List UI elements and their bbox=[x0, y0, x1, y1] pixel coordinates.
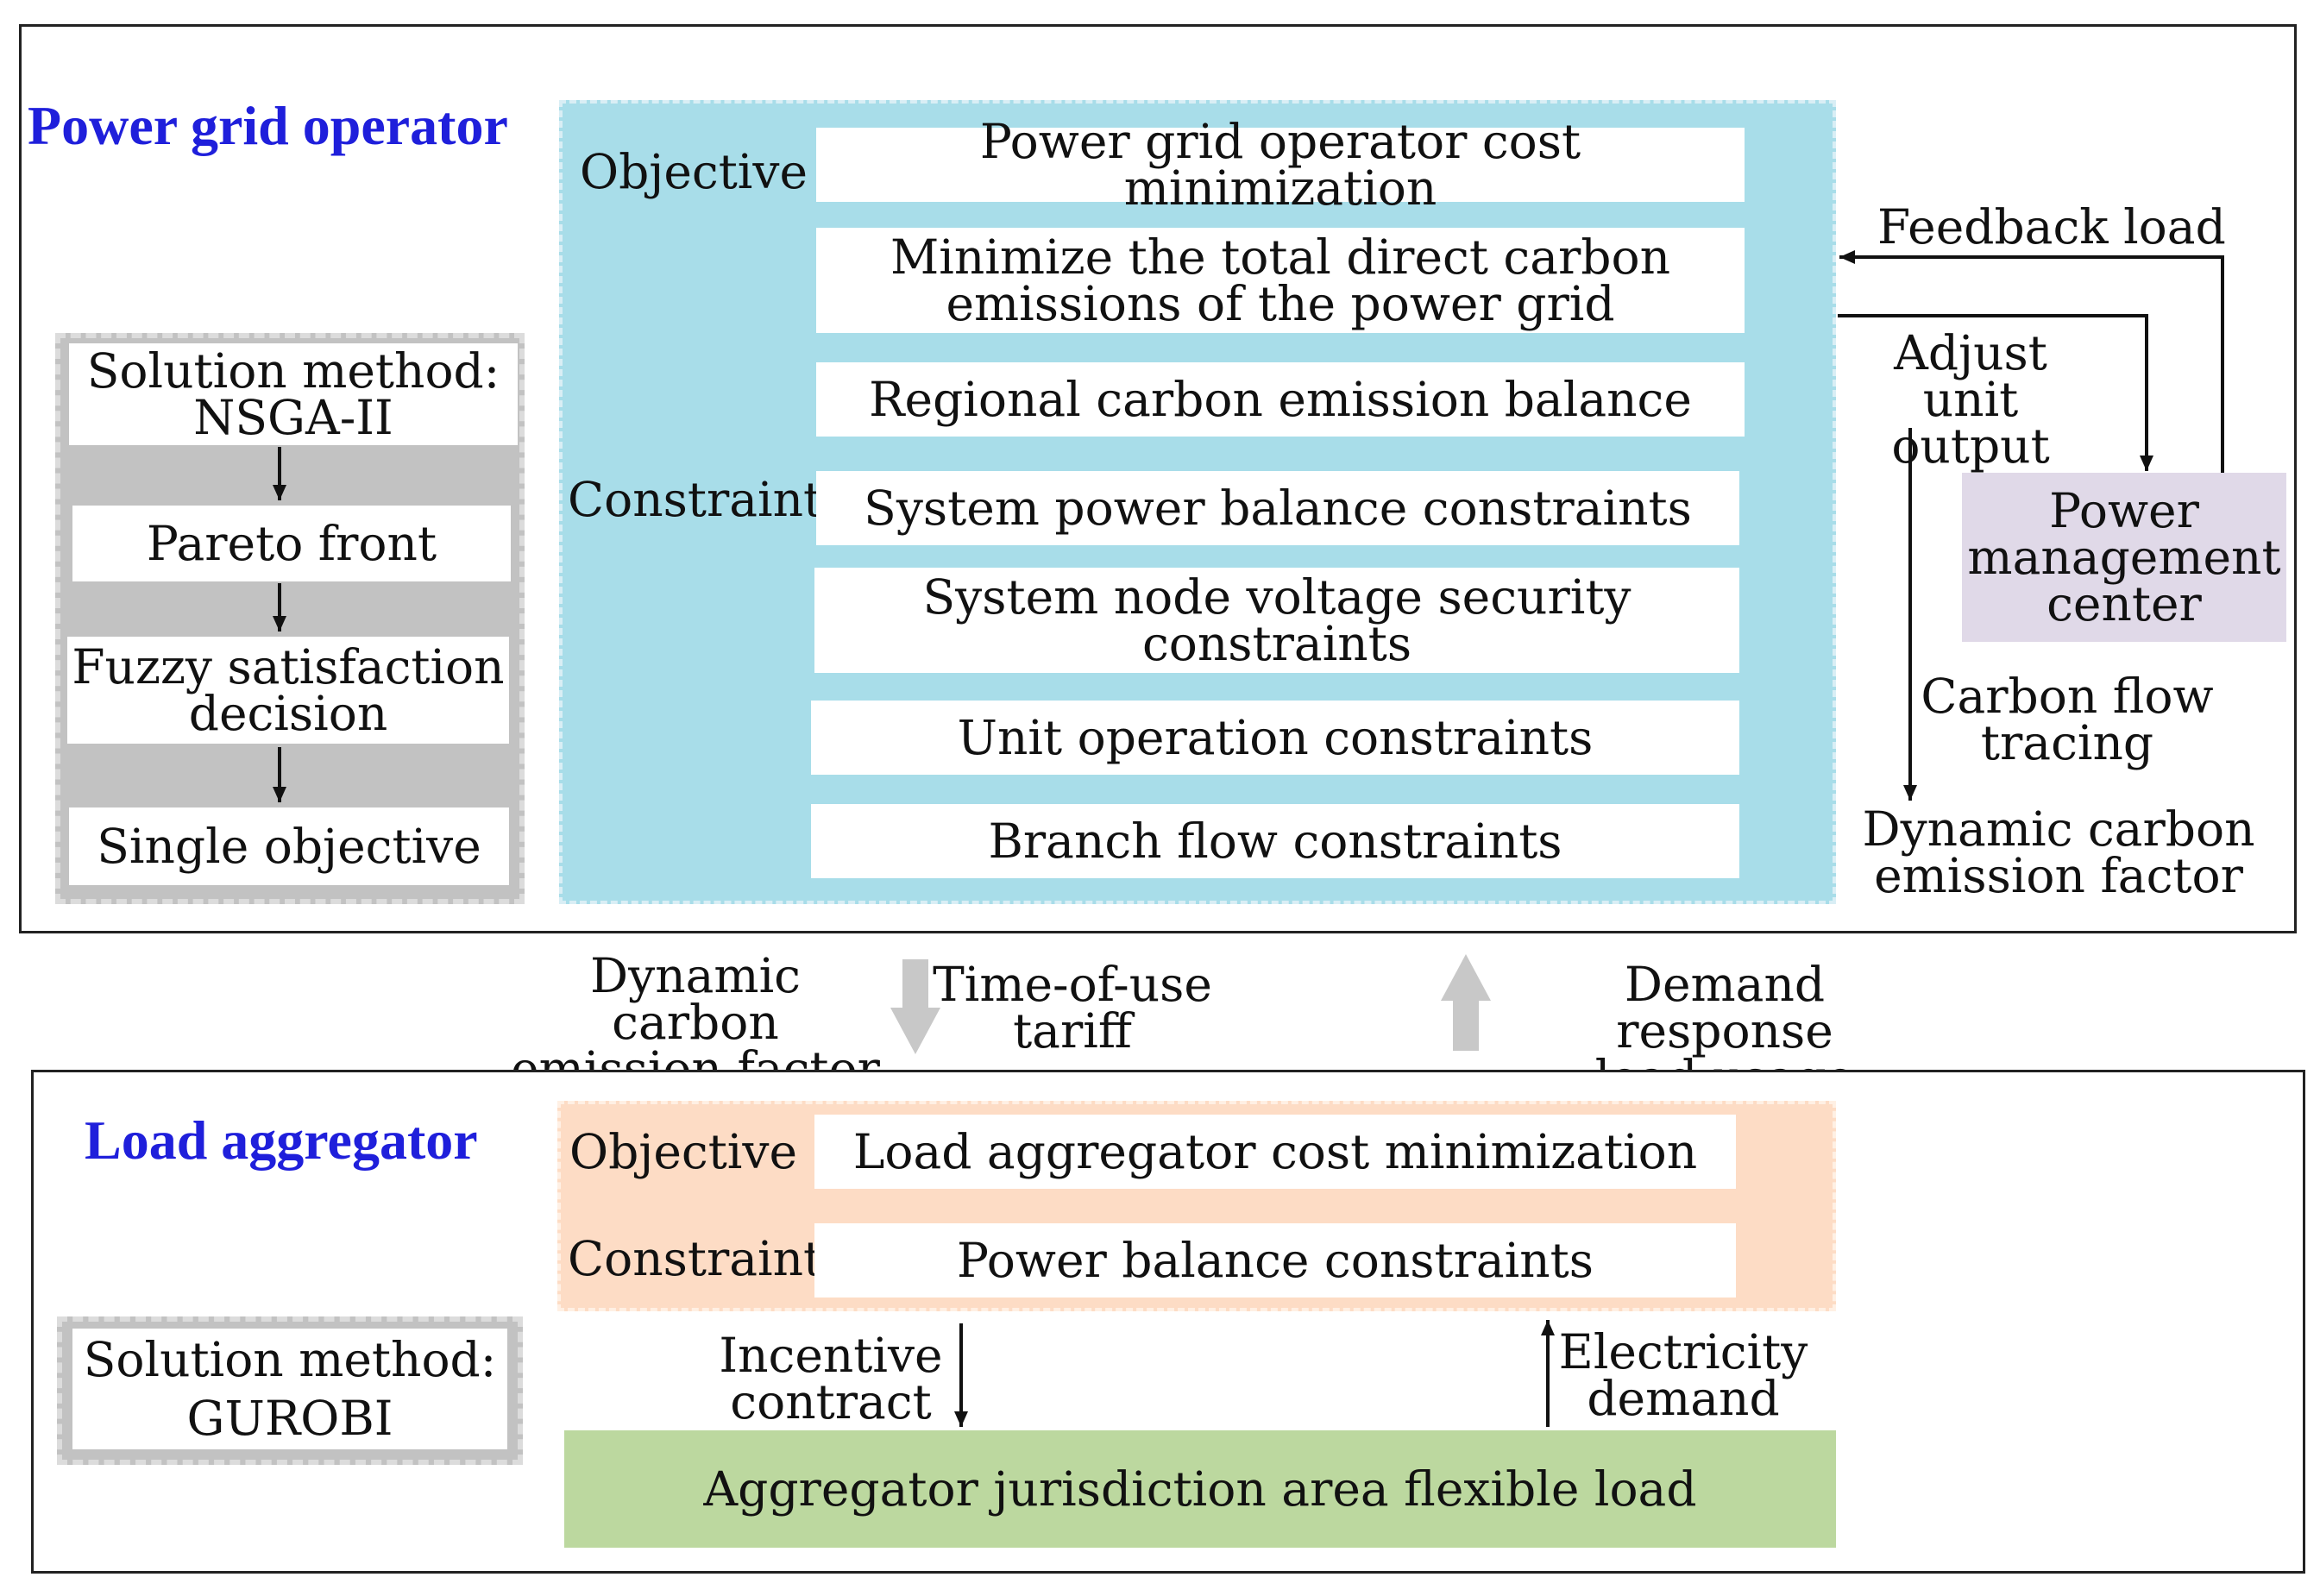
grid-solution-step: Single objective bbox=[69, 807, 509, 885]
aggregator-objective-label: Objective bbox=[569, 1124, 798, 1179]
between-dynamic-factor-label: Dynamic carbon emission factor bbox=[511, 948, 880, 1096]
incentive-contract-label: Incentive contract bbox=[719, 1328, 943, 1429]
grid-constraint-item: System power balance constraints bbox=[816, 471, 1739, 545]
load-aggregator-title: Load aggregator bbox=[85, 1109, 478, 1171]
downward-gray-arrow bbox=[890, 959, 940, 1054]
grid-solution-method: Solution method: NSGA-II bbox=[69, 343, 518, 445]
feedback-load-arrow bbox=[1839, 250, 2224, 473]
upward-gray-arrow bbox=[1441, 954, 1491, 1051]
grid-dynamic-factor-label: Dynamic carbon emission factor bbox=[1862, 801, 2255, 903]
tou-tariff-label: Time-of-use tariff bbox=[933, 957, 1212, 1059]
adjust-unit-output-arrow bbox=[1838, 314, 2153, 471]
feedback-load-label: Feedback load bbox=[1877, 199, 2226, 254]
aggregator-constraint-label: Constraint bbox=[568, 1231, 823, 1286]
flexible-load-box: Aggregator jurisdiction area flexible lo… bbox=[564, 1430, 1836, 1548]
electricity-demand-label: Electricity demand bbox=[1558, 1324, 1808, 1426]
grid-objective-label: Objective bbox=[580, 144, 808, 199]
aggregator-objective-box: Load aggregator cost minimization bbox=[814, 1115, 1736, 1189]
grid-constraint-item: Branch flow constraints bbox=[811, 804, 1739, 878]
grid-solution-step: Pareto front bbox=[72, 506, 511, 581]
adjust-unit-output-label: Adjust unit output bbox=[1891, 325, 2050, 474]
grid-constraint-label: Constraint bbox=[568, 472, 823, 527]
aggregator-solution-method: Solution method: GUROBI bbox=[72, 1329, 507, 1449]
power-management-center: Power management center bbox=[1962, 473, 2286, 642]
grid-constraint-item: System node voltage security constraints bbox=[814, 568, 1739, 673]
aggregator-constraint-box: Power balance constraints bbox=[814, 1223, 1736, 1298]
grid-constraint-item: Regional carbon emission balance bbox=[816, 362, 1745, 437]
grid-constraint-item: Unit operation constraints bbox=[811, 701, 1739, 775]
grid-solution-step: Fuzzy satisfaction decision bbox=[67, 637, 509, 744]
grid-operator-title: Power grid operator bbox=[28, 95, 508, 156]
carbon-flow-tracing-label: Carbon flow tracing bbox=[1921, 669, 2214, 770]
grid-constraint-item: Minimize the total direct carbon emissio… bbox=[816, 228, 1745, 333]
